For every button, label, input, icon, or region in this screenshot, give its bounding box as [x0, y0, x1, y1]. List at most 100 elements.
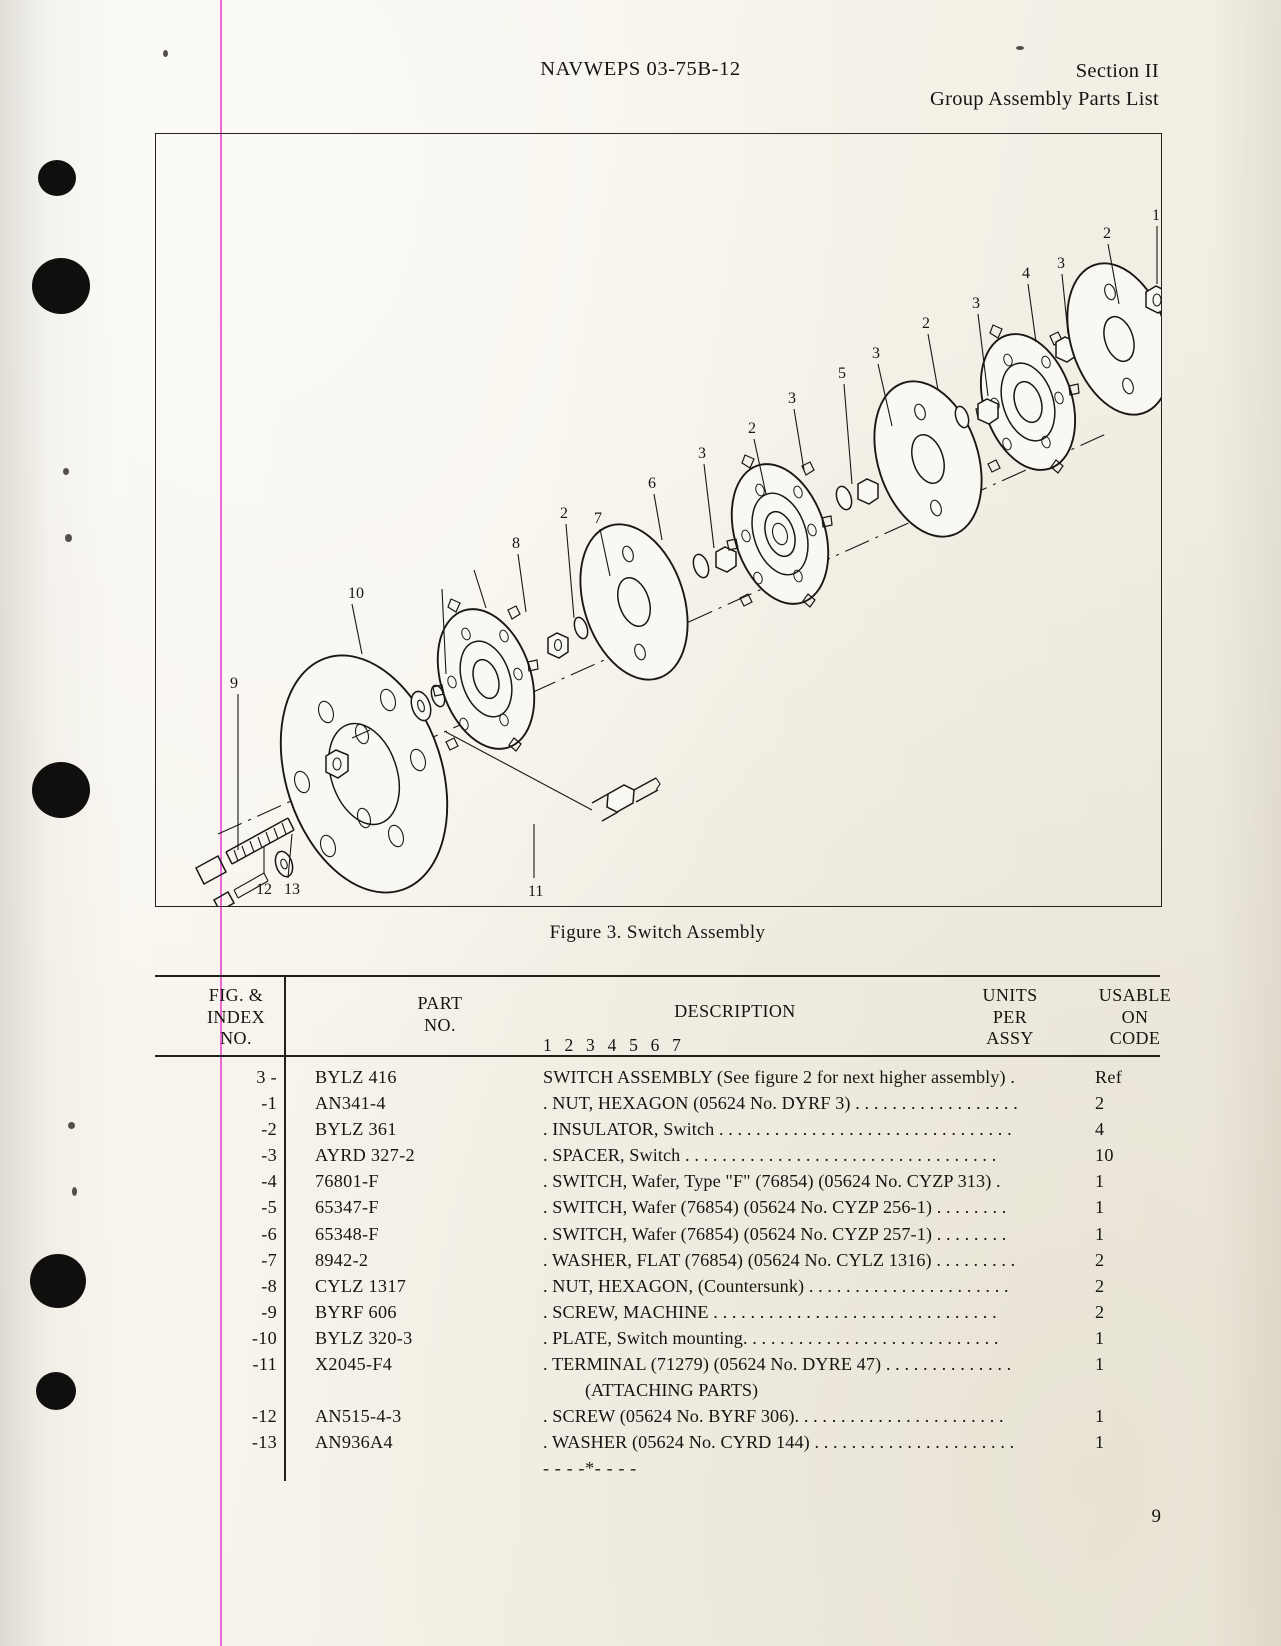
row-description: . SWITCH, Wafer, Type "F" (76854) (05624…: [543, 1171, 1001, 1192]
svg-text:7: 7: [594, 510, 602, 527]
paper-speck: [163, 50, 168, 57]
part-nut-hexagon-d: [977, 398, 999, 425]
svg-text:2: 2: [560, 505, 568, 522]
svg-text:2: 2: [1103, 225, 1111, 242]
part-screw-small: [212, 872, 269, 906]
binding-mark: [38, 160, 76, 196]
svg-text:12: 12: [256, 881, 272, 898]
part-plate-switch-mounting: [279, 654, 449, 894]
row-units-per-assy: 1: [1095, 1327, 1105, 1348]
row-index-no: -13: [251, 1432, 277, 1453]
row-description: . WASHER (05624 No. CYRD 144) . . . . . …: [543, 1432, 1015, 1453]
row-part-no: 8942-2: [315, 1249, 369, 1270]
row-units-per-assy: 1: [1095, 1197, 1105, 1218]
figure-frame: .ln{stroke:#1a1814;fill:none;} .th1{stro…: [155, 133, 1162, 907]
row-description: . SWITCH, Wafer (76854) (05624 No. CYZP …: [543, 1197, 1007, 1218]
row-part-no: 65347-F: [315, 1197, 379, 1218]
row-part-no: AYRD 327-2: [315, 1145, 415, 1166]
section-label: Section II: [1075, 60, 1159, 82]
part-spacer-b: [692, 553, 710, 579]
row-part-no: AN515-4-3: [315, 1406, 402, 1427]
table-row: -8 CYLZ 1317 . NUT, HEXAGON, (Countersunk)…: [155, 1276, 1160, 1302]
svg-text:3: 3: [972, 295, 980, 312]
row-part-no: BYLZ 320-3: [315, 1327, 413, 1348]
part-spacer-c: [835, 485, 853, 511]
row-part-no: 65348-F: [315, 1223, 379, 1244]
svg-text:3: 3: [1057, 255, 1065, 272]
row-index-no: -7: [261, 1249, 277, 1270]
svg-text:13: 13: [284, 881, 300, 898]
row-part-no: BYRF 606: [315, 1301, 397, 1322]
row-description: . SCREW (05624 No. BYRF 306). . . . . . …: [543, 1406, 1004, 1427]
header-units-per-assy: UNITS PER ASSY: [982, 985, 1038, 1048]
row-index-no: -8: [261, 1275, 277, 1296]
part-washer: [274, 850, 294, 878]
part-switch-wafer-5: [726, 454, 833, 608]
figure-caption: Figure 3. Switch Assembly: [549, 922, 766, 943]
part-insulator-2a: [579, 523, 689, 681]
row-description: SWITCH ASSEMBLY (See figure 2 for next h…: [543, 1066, 1015, 1087]
row-part-no: BYLZ 416: [315, 1066, 397, 1087]
part-nut-hexagon-c: [857, 478, 879, 505]
row-units-per-assy: 1: [1095, 1432, 1105, 1453]
part-spacer-d: [954, 405, 970, 429]
row-index-no: -9: [261, 1301, 277, 1322]
row-units-per-assy: 4: [1095, 1119, 1105, 1140]
paper-speck: [68, 1122, 75, 1129]
subsection-label: Group Assembly Parts List: [929, 88, 1159, 111]
part-screw-machine: [195, 817, 295, 886]
header-indent-scale: 1 2 3 4 5 6 7: [543, 1035, 686, 1056]
row-index-no: -12: [251, 1406, 277, 1427]
table-rule-mid: [155, 1055, 1160, 1057]
svg-text:10: 10: [348, 585, 364, 602]
part-nut-hexagon-f: [1145, 285, 1161, 314]
row-description: . INSULATOR, Switch . . . . . . . . . . …: [543, 1119, 1012, 1140]
svg-text:8: 8: [512, 535, 520, 552]
paper-speck: [1016, 46, 1024, 50]
part-terminal: [591, 777, 661, 822]
part-nut-hexagon-b: [715, 546, 737, 573]
row-description: . WASHER, FLAT (76854) (05624 No. CYLZ 1…: [543, 1249, 1016, 1270]
row-index-no: -11: [252, 1354, 277, 1375]
scanner-artifact-line: [220, 0, 222, 1646]
row-description-continuation: (ATTACHING PARTS): [585, 1380, 759, 1401]
svg-text:9: 9: [230, 675, 238, 692]
binding-mark: [36, 1372, 76, 1410]
row-description: . NUT, HEXAGON, (Countersunk) . . . . . …: [543, 1275, 1009, 1296]
row-description: . TERMINAL (71279) (05624 No. DYRE 47) .…: [543, 1354, 1012, 1375]
table-row: -12 AN515-4-3 . SCREW (05624 No. BYRF 306)…: [155, 1406, 1160, 1432]
document-id: NAVWEPS 03-75B-12: [540, 58, 741, 80]
header-fig-index: FIG. & INDEX NO.: [207, 985, 265, 1048]
paper-speck: [63, 468, 69, 475]
part-nut-hexagon-a: [547, 632, 569, 659]
header-part-no: PART NO.: [417, 993, 463, 1035]
page-header: NAVWEPS 03-75B-12 Section II Group Assem…: [0, 58, 1281, 118]
paper-speck: [65, 534, 72, 542]
section-block: Section II Group Assembly Parts List: [930, 57, 1159, 114]
row-index-no: -4: [261, 1171, 277, 1192]
row-units-per-assy: Ref: [1095, 1066, 1123, 1087]
column-divider: [284, 977, 286, 1056]
column-divider-body: [284, 1056, 286, 1481]
header-description: DESCRIPTION: [674, 1001, 796, 1022]
row-part-no: AN341-4: [315, 1093, 386, 1114]
svg-text:3: 3: [788, 390, 796, 407]
svg-text:6: 6: [648, 475, 656, 492]
row-units-per-assy: 2: [1095, 1275, 1105, 1296]
header-usable-on-code: USABLE ON CODE: [1098, 985, 1172, 1048]
row-part-no: CYLZ 1317: [315, 1275, 407, 1296]
part-nut-hexagon-countersunk: [325, 749, 349, 779]
end-of-list-marker: - - - -*- - - -: [543, 1458, 637, 1479]
callout-leaders: [237, 226, 1158, 879]
row-index-no: -2: [261, 1119, 277, 1140]
row-description: . NUT, HEXAGON (05624 No. DYRF 3) . . . …: [543, 1093, 1018, 1114]
table-row: -11 X2045-F4 . TERMINAL (71279) (05624 No.…: [155, 1354, 1160, 1380]
row-part-no: X2045-F4: [315, 1354, 393, 1375]
